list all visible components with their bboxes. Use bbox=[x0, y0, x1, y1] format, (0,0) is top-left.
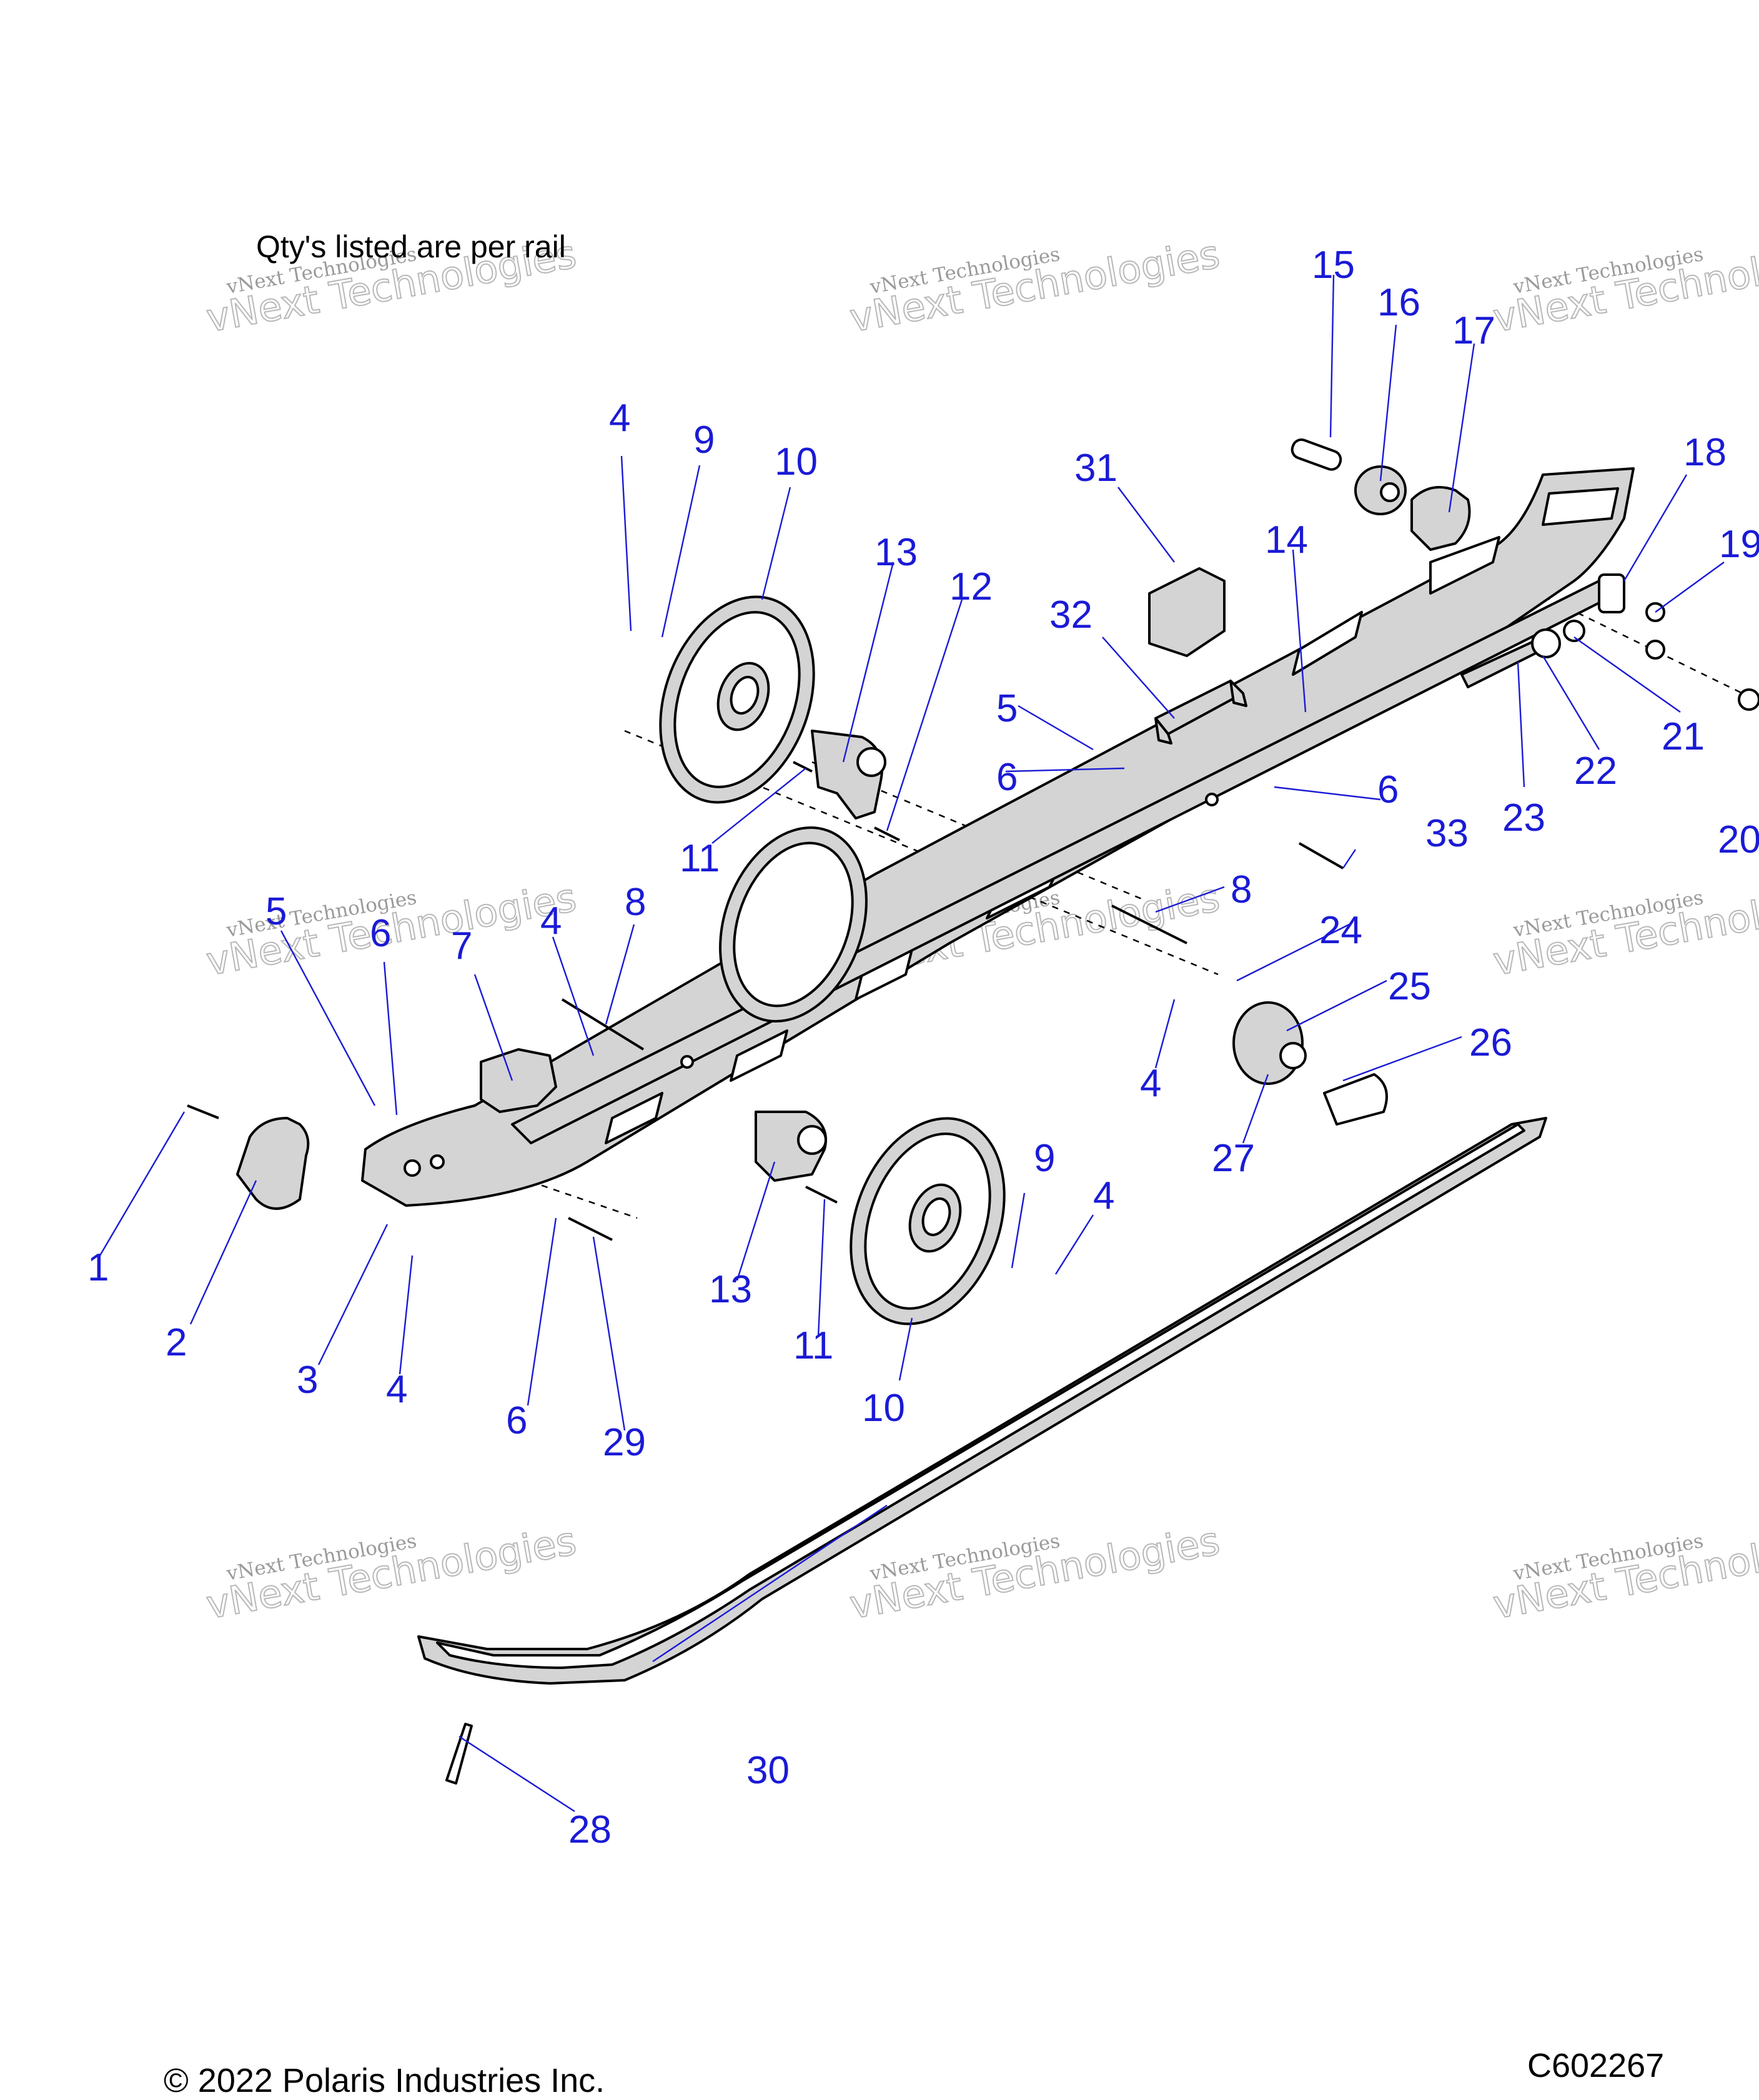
callout-3: 3 bbox=[297, 1359, 318, 1402]
callout-labels: 1 2 3 4 4 4 4 4 5 5 6 6 6 6 7 8 8 9 9 10… bbox=[87, 244, 1759, 1851]
callout-13: 13 bbox=[875, 531, 918, 574]
callout-14: 14 bbox=[1265, 518, 1308, 562]
callout-21: 21 bbox=[1662, 715, 1705, 758]
watermark: vNext Technologies vNext Technologies bbox=[1489, 230, 1759, 342]
callout-11: 11 bbox=[680, 837, 720, 880]
callout-4: 4 bbox=[540, 899, 562, 943]
leader-lines bbox=[99, 274, 1725, 1813]
stop-block-31 bbox=[1148, 567, 1226, 657]
callout-4: 4 bbox=[386, 1368, 407, 1411]
callout-6: 6 bbox=[1377, 768, 1399, 811]
slide-block-7 bbox=[480, 1048, 557, 1113]
quantity-note: Qty's listed are per rail bbox=[256, 229, 566, 264]
callout-25: 25 bbox=[1388, 965, 1431, 1008]
callout-4: 4 bbox=[1093, 1174, 1114, 1217]
watermark: vNext Technologies vNext Technologies bbox=[846, 1517, 1224, 1628]
callout-6: 6 bbox=[996, 756, 1018, 799]
spacers-15-16-17 bbox=[1291, 438, 1471, 551]
callout-4: 4 bbox=[609, 397, 630, 440]
callout-31: 31 bbox=[1074, 447, 1117, 490]
idler-wheel-middle bbox=[719, 826, 868, 1023]
callout-4: 4 bbox=[1140, 1062, 1161, 1105]
callout-11: 11 bbox=[793, 1324, 833, 1367]
bolts bbox=[187, 761, 1344, 1241]
figure-id: C602267 bbox=[1527, 2047, 1665, 2084]
callout-16: 16 bbox=[1377, 281, 1420, 324]
adjuster-assembly bbox=[1460, 573, 1759, 711]
callout-30: 30 bbox=[746, 1749, 790, 1792]
callout-6: 6 bbox=[370, 912, 391, 955]
copyright-text: © 2022 Polaris Industries Inc. bbox=[164, 2062, 605, 2099]
callout-12: 12 bbox=[949, 565, 993, 608]
callout-5: 5 bbox=[996, 687, 1018, 730]
idler-wheel-upper bbox=[659, 595, 815, 804]
watermark: vNext Technologies vNext Technologies bbox=[1489, 874, 1759, 985]
callout-32: 32 bbox=[1049, 593, 1093, 636]
callout-17: 17 bbox=[1452, 309, 1495, 352]
callout-9: 9 bbox=[1034, 1137, 1055, 1180]
wheel-bracket-lower bbox=[755, 1111, 827, 1182]
callout-28: 28 bbox=[568, 1808, 612, 1851]
front-cap bbox=[236, 1117, 310, 1210]
callout-9: 9 bbox=[693, 419, 715, 462]
callout-20: 20 bbox=[1718, 818, 1759, 861]
callout-8: 8 bbox=[625, 881, 646, 924]
callout-26: 26 bbox=[1469, 1021, 1512, 1064]
callout-10: 10 bbox=[862, 1387, 905, 1430]
watermark: vNext Technologies vNext Technologies bbox=[846, 230, 1224, 342]
idler-wheel-lower bbox=[850, 1117, 1006, 1325]
rear-cam-25-27 bbox=[1232, 1001, 1388, 1126]
callout-24: 24 bbox=[1319, 909, 1362, 952]
bracket-32 bbox=[1154, 680, 1247, 745]
callout-2: 2 bbox=[166, 1321, 187, 1364]
callout-23: 23 bbox=[1502, 796, 1545, 840]
callout-18: 18 bbox=[1683, 431, 1727, 474]
callout-5: 5 bbox=[265, 890, 287, 933]
watermark: vNext Technologies vNext Technologies bbox=[1489, 1517, 1759, 1628]
callout-6: 6 bbox=[506, 1399, 527, 1442]
wheel-bracket-upper bbox=[811, 730, 886, 820]
callout-29: 29 bbox=[603, 1421, 646, 1464]
callout-8: 8 bbox=[1231, 868, 1252, 911]
callout-7: 7 bbox=[451, 924, 472, 968]
callout-15: 15 bbox=[1312, 244, 1355, 287]
watermark: vNext Technologies vNext Technologies bbox=[202, 1517, 580, 1628]
callout-10: 10 bbox=[775, 440, 818, 483]
wear-strip bbox=[417, 1117, 1547, 1785]
callout-22: 22 bbox=[1574, 750, 1617, 793]
callout-33: 33 bbox=[1425, 812, 1469, 855]
callout-13: 13 bbox=[709, 1268, 752, 1311]
callout-19: 19 bbox=[1719, 523, 1759, 566]
callout-27: 27 bbox=[1212, 1137, 1255, 1180]
callout-1: 1 bbox=[87, 1246, 109, 1289]
